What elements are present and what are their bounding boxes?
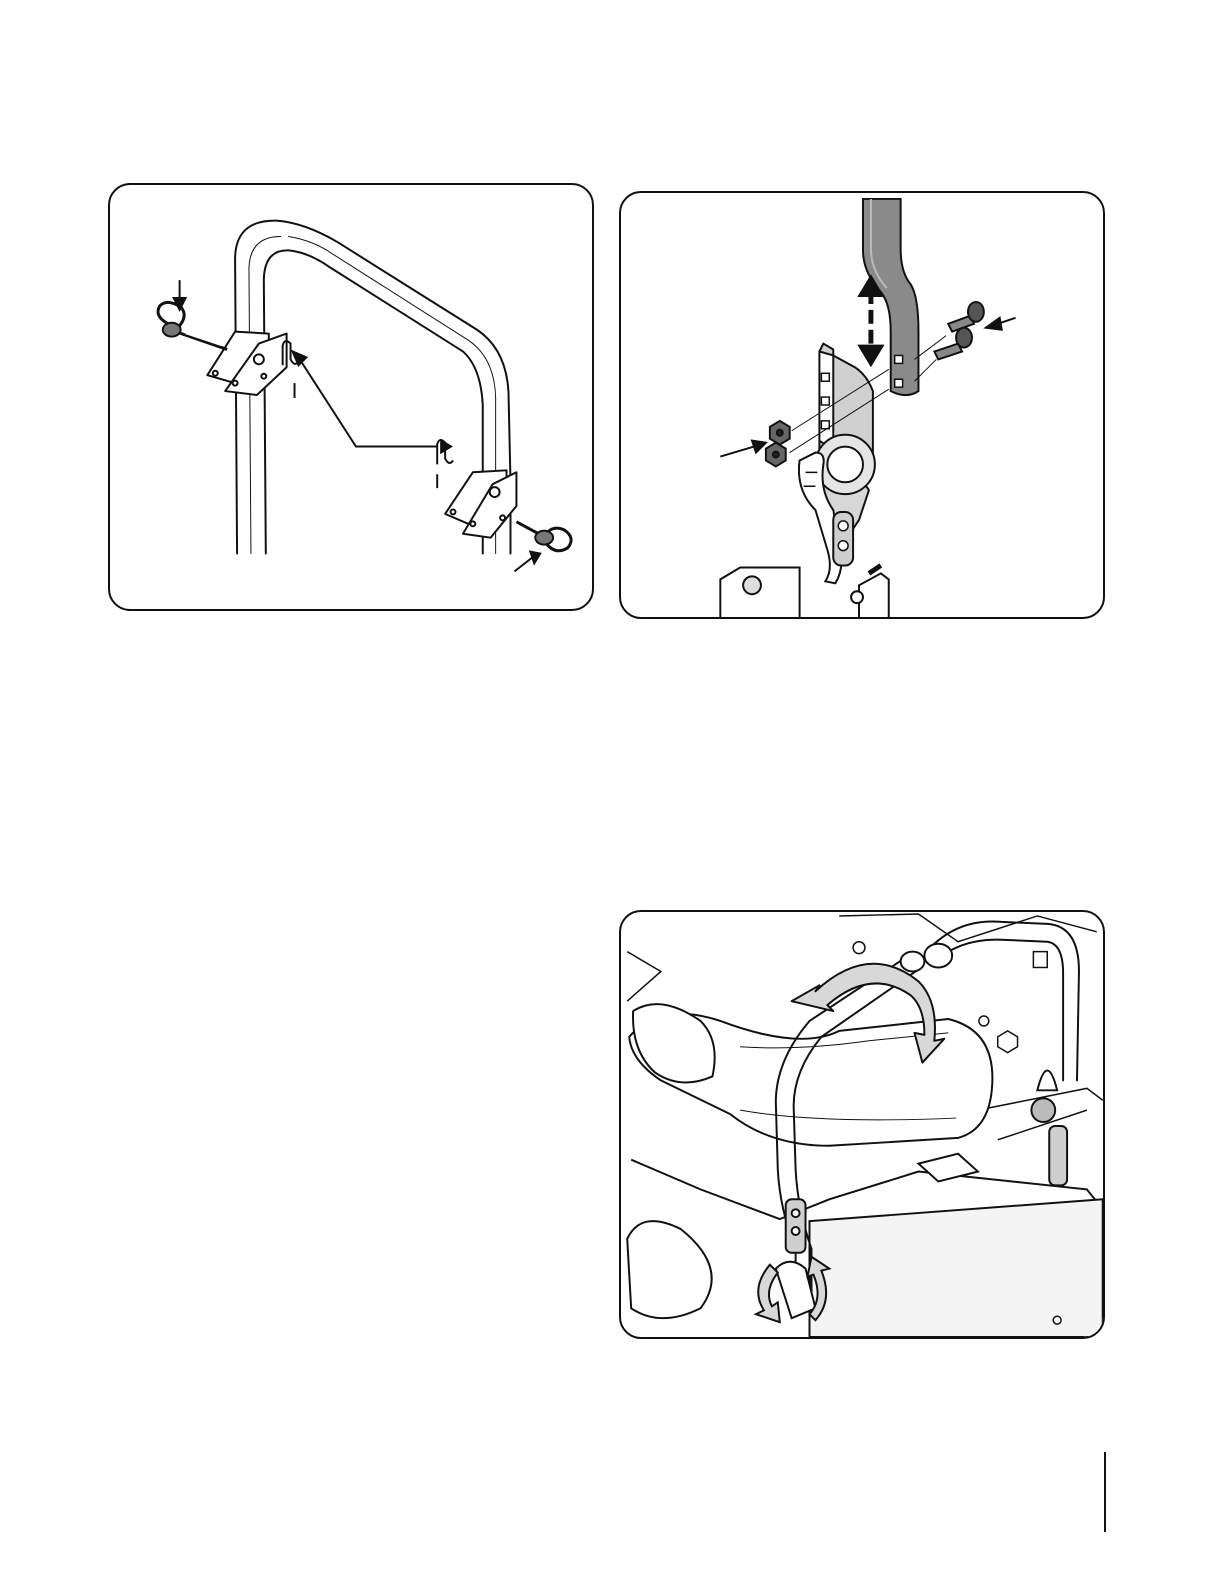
double-arrow-icon [859, 276, 883, 365]
figure-rollbar-assembly [108, 183, 594, 611]
figure-seat-rollbar-fold [619, 910, 1105, 1339]
lynch-pin-icon [158, 302, 227, 349]
seat-icon [629, 1004, 992, 1146]
lynch-pin-icon [516, 522, 571, 551]
figure-rollbar-bracket [619, 191, 1105, 619]
hair-pin-icon [283, 341, 453, 488]
seat-diagram [621, 912, 1103, 1337]
page-edge-rule [1104, 1452, 1106, 1532]
carriage-bolt-icon [934, 302, 984, 359]
rollbar-bracket-diagram [621, 193, 1103, 617]
hex-nut-icon [766, 421, 790, 467]
rollbar-frame-icon [110, 185, 592, 609]
